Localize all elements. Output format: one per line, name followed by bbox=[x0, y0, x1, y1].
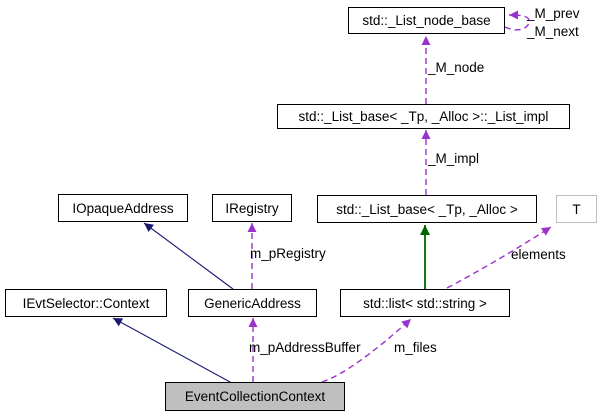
node-std-list-std-string[interactable]: std::list< std::string > bbox=[340, 289, 510, 317]
usage-edge-self-loop bbox=[504, 10, 530, 31]
node-std-list-base[interactable]: std::_List_base< _Tp, _Alloc > bbox=[317, 195, 537, 223]
node-iregistry[interactable]: IRegistry bbox=[212, 194, 292, 222]
edge-label-m-prev: _M_prev bbox=[527, 6, 580, 21]
node-std-list-base-list-impl[interactable]: std::_List_base< _Tp, _Alloc >::_List_im… bbox=[277, 104, 570, 129]
inheritance-edge-genericaddress bbox=[143, 222, 234, 290]
edge-label-m-files: m_files bbox=[394, 340, 437, 355]
edge-label-m-next: _M_next bbox=[527, 24, 579, 39]
edge-label-m-paddressbuffer: m_pAddressBuffer bbox=[249, 340, 361, 355]
edge-label-m-node: _M_node bbox=[428, 60, 485, 75]
node-genericaddress[interactable]: GenericAddress bbox=[188, 289, 317, 317]
node-std-list-node-base[interactable]: std::_List_node_base bbox=[348, 7, 505, 34]
edge-label-m-impl: _M_impl bbox=[428, 151, 480, 166]
usage-edge-m-files bbox=[321, 318, 412, 383]
usage-edge-elements bbox=[446, 226, 552, 289]
inheritance-edge-eventcollectioncontext bbox=[112, 317, 231, 383]
edge-label-m-pregistry: m_pRegistry bbox=[250, 246, 326, 261]
node-eventcollectioncontext[interactable]: EventCollectionContext bbox=[165, 382, 345, 411]
node-template-t[interactable]: T bbox=[556, 195, 597, 223]
node-iopaqueaddress[interactable]: IOpaqueAddress bbox=[58, 194, 188, 222]
edge-label-elements: elements bbox=[511, 247, 566, 262]
node-ievtselector-context[interactable]: IEvtSelector::Context bbox=[5, 289, 167, 317]
